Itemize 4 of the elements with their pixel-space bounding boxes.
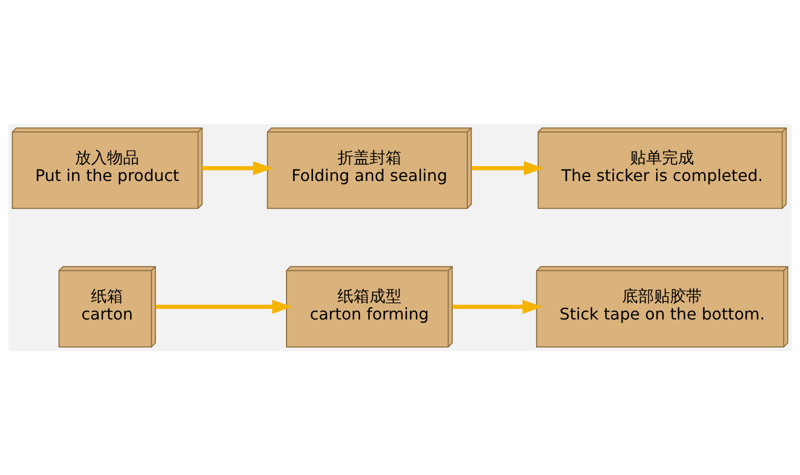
arrow: [202, 161, 274, 176]
arrow: [156, 300, 292, 314]
arrow: [452, 300, 543, 314]
arrow: [472, 161, 544, 176]
